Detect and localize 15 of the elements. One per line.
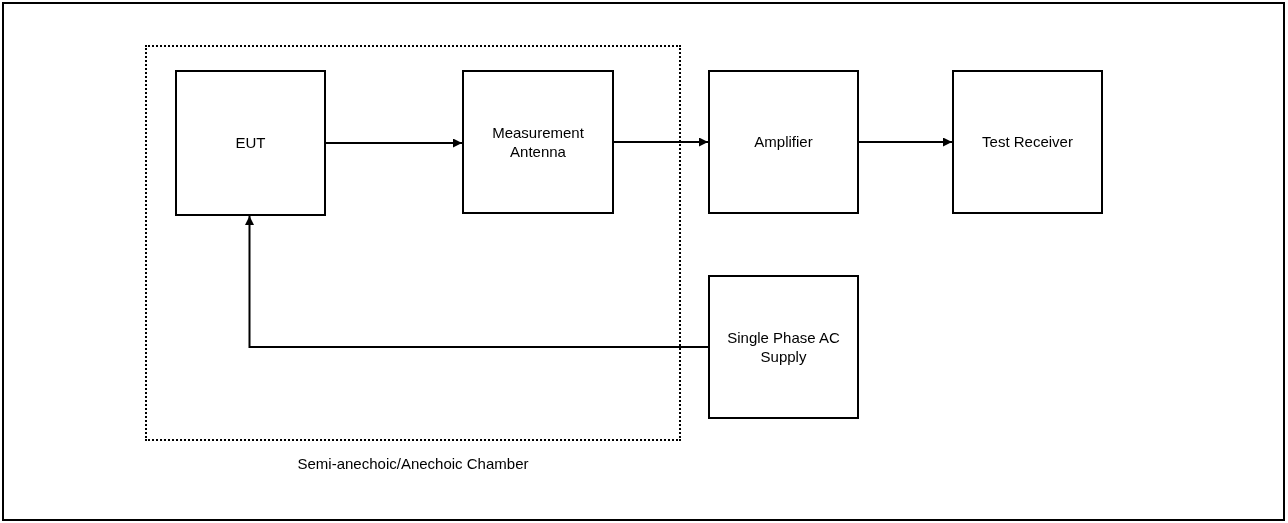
arrow (245, 215, 709, 348)
arrow (325, 138, 463, 148)
process-box (952, 70, 1103, 214)
box-label: Measurement Antenna (491, 122, 585, 162)
chamber-label: Semi-anechoic/Anechoic Chamber (296, 455, 530, 472)
process-box (708, 70, 859, 214)
arrow (858, 137, 953, 147)
process-box (462, 70, 614, 214)
box-label: Test Receiver (981, 132, 1074, 152)
process-box (175, 70, 326, 216)
box-label: Single Phase AC Supply (726, 327, 841, 367)
box-label: EUT (234, 133, 267, 153)
process-box (708, 275, 859, 419)
arrow (613, 137, 709, 147)
box-label: Amplifier (753, 132, 814, 152)
